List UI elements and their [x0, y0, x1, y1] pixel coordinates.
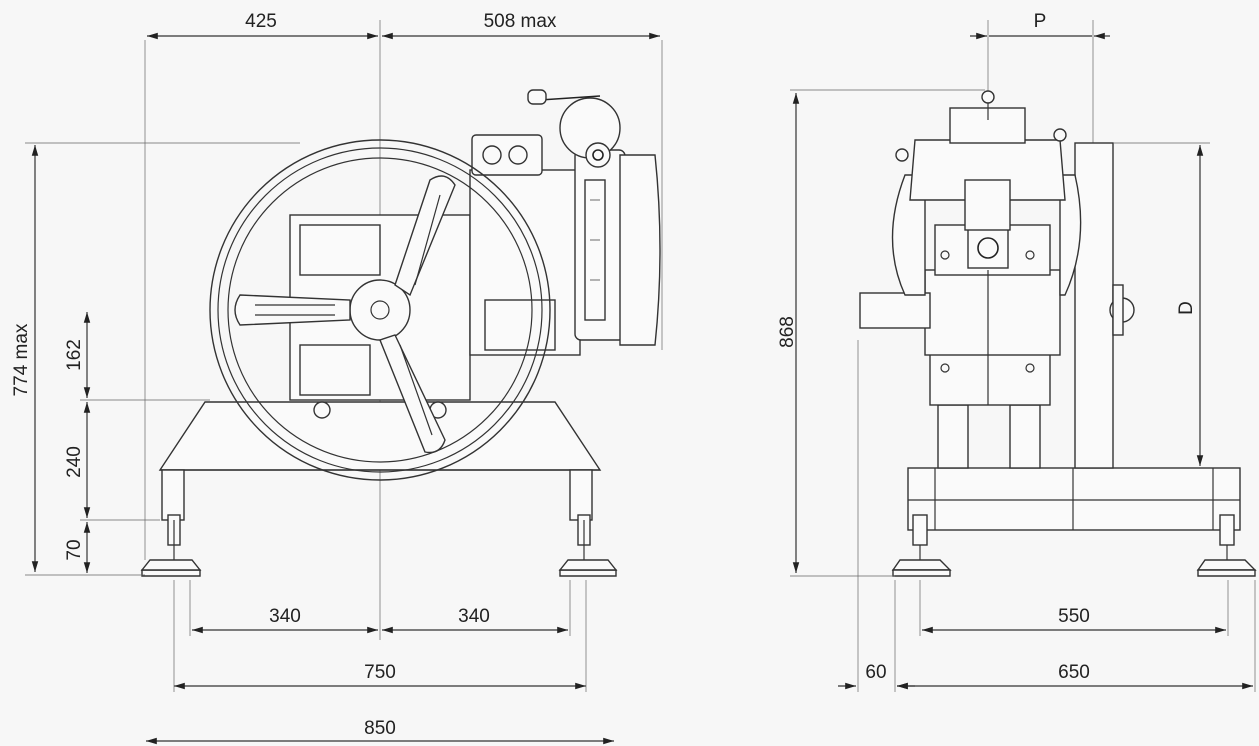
side-base	[891, 467, 1257, 577]
label-508-max: 508 max	[484, 11, 557, 32]
traction-sheave	[209, 139, 551, 481]
label-550: 550	[1058, 606, 1090, 627]
label-p: P	[1034, 11, 1047, 32]
label-70: 70	[64, 539, 85, 560]
front-dimensions	[25, 32, 660, 745]
label-868: 868	[777, 316, 798, 348]
label-750: 750	[364, 662, 396, 683]
side-plate	[1074, 142, 1114, 469]
label-650: 650	[1058, 662, 1090, 683]
side-dimensions	[790, 32, 1253, 690]
front-view: 425 508 max 774 max 162 240 70 340 340 7…	[11, 11, 663, 745]
label-340-left: 340	[269, 606, 301, 627]
label-d: D	[1176, 301, 1197, 315]
label-162: 162	[64, 339, 85, 371]
label-425: 425	[245, 11, 277, 32]
side-view: P 868 D 60 550 650	[777, 11, 1257, 692]
label-850: 850	[364, 718, 396, 739]
label-240: 240	[64, 446, 85, 478]
label-340-right: 340	[458, 606, 490, 627]
label-774-max: 774 max	[11, 323, 32, 396]
base-frame	[140, 401, 618, 577]
label-60: 60	[865, 662, 886, 683]
side-body	[859, 90, 1082, 469]
gearbox-body	[289, 89, 661, 401]
